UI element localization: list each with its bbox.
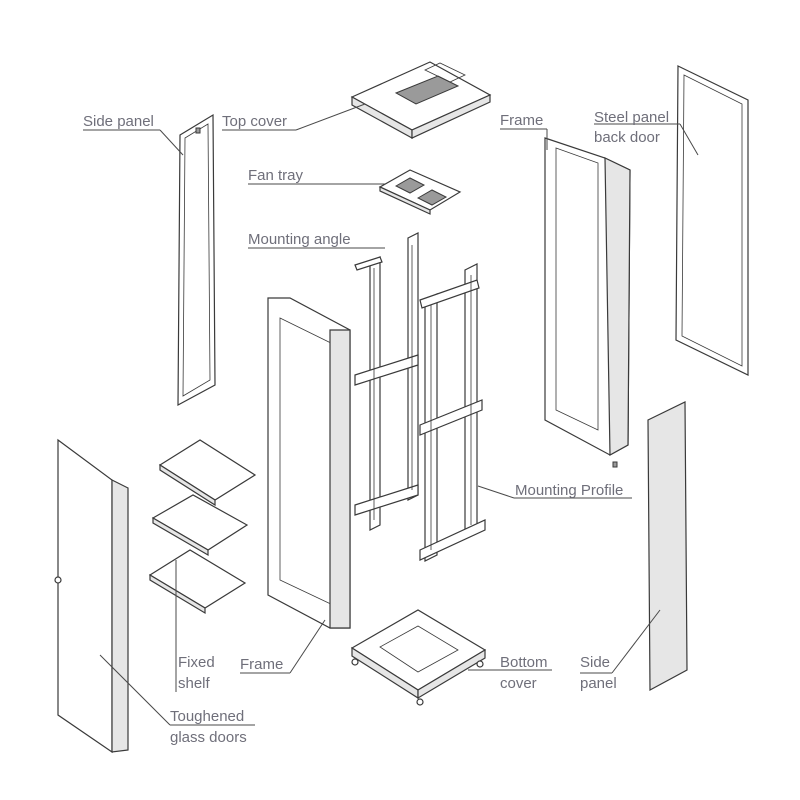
- label-mounting-angle: Mounting angle: [248, 231, 351, 248]
- label-fixed: Fixed: [178, 654, 215, 671]
- fixed-shelf: [151, 494, 249, 557]
- mounting-profile: [419, 263, 486, 562]
- label-top-cover: Top cover: [222, 113, 287, 130]
- frame-rear: [544, 137, 631, 468]
- frame-center: [267, 297, 351, 629]
- label-mounting-profile: Mounting Profile: [515, 482, 623, 499]
- top-cover: [350, 61, 492, 140]
- label-glass-doors: glass doors: [170, 729, 247, 746]
- label-toughened: Toughened: [170, 708, 244, 725]
- label-cover: cover: [500, 675, 537, 692]
- labels: Side panel Top cover Fan tray Mounting a…: [83, 109, 669, 746]
- label-bottom: Bottom: [500, 654, 548, 671]
- label-back-door: back door: [594, 129, 660, 146]
- label-fan-tray: Fan tray: [248, 167, 304, 184]
- fan-tray: [378, 169, 462, 215]
- label-side-panel-left: Side panel: [83, 113, 154, 130]
- side-panel-right: [647, 401, 688, 692]
- fixed-shelf: [148, 549, 247, 615]
- side-panel-left: [177, 113, 216, 407]
- label-steel-panel: Steel panel: [594, 109, 669, 126]
- leader-lines: [83, 103, 699, 726]
- label-panel: panel: [580, 675, 617, 692]
- label-frame-rear: Frame: [500, 112, 543, 129]
- label-side: Side: [580, 654, 610, 671]
- mounting-angle: [354, 232, 419, 531]
- label-shelf: shelf: [178, 675, 211, 692]
- fixed-shelf-stack: [148, 439, 257, 615]
- door-lock-icon: [54, 576, 62, 584]
- steel-panel-back-door: [675, 65, 749, 376]
- label-frame-center: Frame: [240, 656, 283, 673]
- fixed-shelf: [158, 439, 257, 507]
- toughened-glass-door: [54, 438, 129, 754]
- bottom-cover: [350, 609, 487, 706]
